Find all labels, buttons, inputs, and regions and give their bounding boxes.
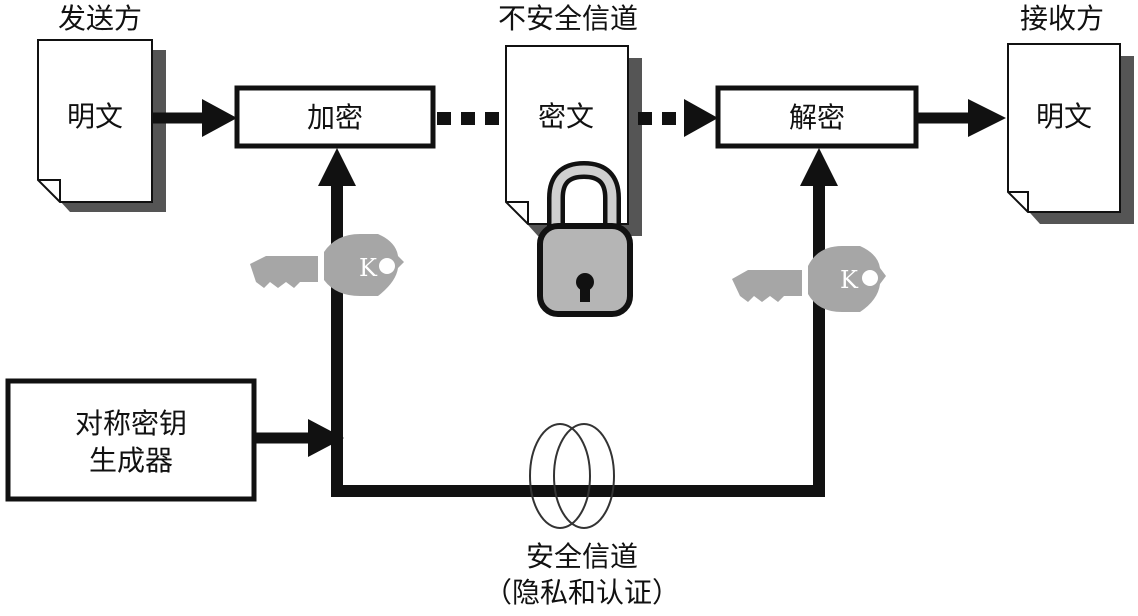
decrypt-key-arrowhead <box>800 148 838 186</box>
secure-channel-path <box>331 180 825 497</box>
right-key-letter: K <box>840 266 859 294</box>
key-generator-line2: 生成器 <box>89 444 173 477</box>
sender-document-text: 明文 <box>67 100 123 133</box>
encrypt-label: 加密 <box>307 101 363 134</box>
key-generator-output-arrowhead <box>308 419 344 457</box>
receiver-label: 接收方 <box>1020 2 1104 35</box>
encrypt-key-arrowhead <box>318 148 356 186</box>
ciphertext-document-icon <box>505 45 642 236</box>
decrypt-label: 解密 <box>789 101 845 134</box>
encrypt-to-ciphertext-dashes <box>437 112 499 125</box>
secure-channel-label: 安全信道 <box>526 540 638 573</box>
key-generator-line1: 对称密钥 <box>75 407 187 440</box>
sender-document-icon <box>37 39 166 212</box>
padlock-icon <box>537 160 633 317</box>
plaintext-to-encrypt-arrowhead <box>202 99 237 137</box>
key-generator-box <box>5 378 257 502</box>
receiver-document-icon <box>1007 43 1134 224</box>
left-key-letter: K <box>359 254 378 282</box>
left-key-icon <box>250 234 404 296</box>
encrypt-box <box>234 85 436 149</box>
insecure-channel-label: 不安全信道 <box>498 2 638 35</box>
secure-channel-sublabel: （隐私和认证） <box>484 576 680 609</box>
ciphertext-to-decrypt-dashes <box>638 99 718 137</box>
decrypt-to-receiver-arrowhead <box>968 99 1006 137</box>
rings-icon <box>529 423 615 529</box>
ciphertext-document-text: 密文 <box>538 100 594 133</box>
sender-label: 发送方 <box>58 2 142 35</box>
right-key-icon <box>732 246 886 312</box>
receiver-document-text: 明文 <box>1036 100 1092 133</box>
